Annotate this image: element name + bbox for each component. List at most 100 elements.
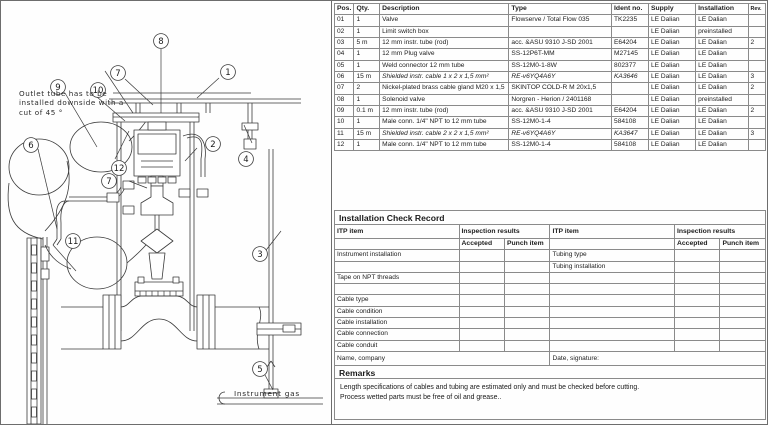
ident-no-cell: TK2235 xyxy=(611,14,649,27)
type-cell: SS-12M0-1-4 xyxy=(508,139,613,152)
rev-cell xyxy=(747,25,766,39)
ident-no-cell: E64204 xyxy=(611,37,649,50)
accepted-left-checkbox-cell[interactable] xyxy=(458,260,505,273)
punch-right-checkbox-cell[interactable] xyxy=(719,294,766,307)
accepted-left-checkbox-cell[interactable] xyxy=(458,294,505,307)
accepted-left-checkbox-cell[interactable] xyxy=(458,328,505,341)
punch-left-checkbox-cell[interactable] xyxy=(503,260,551,273)
supply-cell: LE Dalian xyxy=(647,116,697,129)
pos-cell: 12 xyxy=(333,139,355,152)
accepted-left-checkbox-cell[interactable] xyxy=(458,283,505,296)
description-cell: Nickel-plated brass cable gland M20 x 1,… xyxy=(379,82,510,95)
punch-right-checkbox-cell[interactable] xyxy=(719,249,766,262)
isometric-drawing-pane: 1 8 7 10 9 2 4 12 7 3 6 11 5 Outlet tube… xyxy=(1,1,332,424)
accepted-right-checkbox-cell[interactable] xyxy=(673,305,721,319)
punch-left-checkbox-cell[interactable] xyxy=(503,317,551,330)
installation-cell: LE Dalian xyxy=(695,14,749,27)
accepted-left-checkbox-cell[interactable] xyxy=(458,305,505,319)
accepted-right-checkbox-cell[interactable] xyxy=(673,249,721,262)
svg-text:8: 8 xyxy=(158,37,163,47)
accepted-left-checkbox-cell[interactable] xyxy=(458,317,505,330)
punch-right-checkbox-cell[interactable] xyxy=(719,339,766,352)
installation-drawing: 1 8 7 10 9 2 4 12 7 3 6 11 5 xyxy=(7,33,323,424)
table-row: Cable conduit xyxy=(334,339,766,352)
supply-cell: LE Dalian xyxy=(647,25,697,39)
punch-right-checkbox-cell[interactable] xyxy=(719,328,766,341)
punch-left-checkbox-cell[interactable] xyxy=(503,305,551,319)
description-cell: Limit switch box xyxy=(379,25,510,39)
installation-check-record: Installation Check Record ITP item Inspe… xyxy=(333,210,767,366)
table-row: Cable connection xyxy=(334,328,766,341)
qty-cell: 1 xyxy=(353,116,381,129)
accepted-right-checkbox-cell[interactable] xyxy=(673,271,721,285)
svg-text:10: 10 xyxy=(93,86,104,96)
type-cell: acc. &ASU 9310 J-SD 2001 xyxy=(508,105,613,118)
supply-cell: LE Dalian xyxy=(647,105,697,118)
punch-right-checkbox-cell[interactable] xyxy=(719,271,766,285)
col-punch-left: Punch item xyxy=(503,237,551,251)
supply-cell: LE Dalian xyxy=(647,139,697,152)
outlet-tube-note: Outlet tube has to be installed downside… xyxy=(19,89,124,117)
svg-text:11: 11 xyxy=(68,237,79,247)
balloon-10: 10 xyxy=(90,82,106,98)
rev-cell xyxy=(747,93,766,107)
supply-cell: LE Dalian xyxy=(647,48,697,61)
svg-text:5: 5 xyxy=(257,365,262,375)
balloon-8: 8 xyxy=(153,33,169,49)
punch-left-checkbox-cell[interactable] xyxy=(503,339,551,352)
punch-left-checkbox-cell[interactable] xyxy=(503,294,551,307)
qty-cell: 2 xyxy=(353,82,381,95)
table-row: Tape on NPT threads xyxy=(334,271,766,285)
instrument-gas-label: Instrument gas xyxy=(234,389,300,398)
accepted-right-checkbox-cell[interactable] xyxy=(673,339,721,352)
supply-cell: LE Dalian xyxy=(647,127,697,141)
punch-left-checkbox-cell[interactable] xyxy=(503,271,551,285)
col-qty: Qty. xyxy=(353,2,381,16)
accepted-right-checkbox-cell[interactable] xyxy=(673,328,721,341)
type-cell: Flowserve / Total Flow 035 xyxy=(508,14,613,27)
installation-cell: LE Dalian xyxy=(695,37,749,50)
check-record-header-row: ITP item Inspection results ITP item Ins… xyxy=(334,224,767,239)
type-cell: SS-12M0-1-8W xyxy=(508,59,613,73)
description-cell: Valve xyxy=(379,14,510,27)
date-signature-cell[interactable]: Date, signature: xyxy=(549,350,766,366)
accepted-right-checkbox-cell[interactable] xyxy=(673,294,721,307)
ident-no-cell: KA3646 xyxy=(611,71,649,84)
balloon-leaders xyxy=(37,49,282,391)
accepted-left-checkbox-cell[interactable] xyxy=(458,271,505,285)
itp-item-right xyxy=(549,283,675,296)
itp-item-right xyxy=(549,305,675,319)
check-record-footer-row: Name, company Date, signature: xyxy=(333,350,766,366)
name-company-cell[interactable]: Name, company xyxy=(333,350,551,366)
type-cell: Norgren - Herion / 2401168 xyxy=(508,93,613,107)
accepted-right-checkbox-cell[interactable] xyxy=(673,283,721,296)
rev-cell: 3 xyxy=(747,127,766,141)
accepted-left-checkbox-cell[interactable] xyxy=(458,339,505,352)
punch-right-checkbox-cell[interactable] xyxy=(719,283,766,296)
punch-right-checkbox-cell[interactable] xyxy=(719,317,766,330)
punch-right-checkbox-cell[interactable] xyxy=(719,260,766,273)
qty-cell: 1 xyxy=(353,48,381,61)
installation-cell: LE Dalian xyxy=(695,48,749,61)
accepted-left-checkbox-cell[interactable] xyxy=(458,249,505,262)
itp-item-left: Cable connection xyxy=(334,328,460,341)
punch-left-checkbox-cell[interactable] xyxy=(503,283,551,296)
col-supply: Supply xyxy=(647,2,697,16)
description-cell: Solenoid valve xyxy=(379,93,510,107)
punch-right-checkbox-cell[interactable] xyxy=(719,305,766,319)
punch-left-checkbox-cell[interactable] xyxy=(503,328,551,341)
rev-cell xyxy=(747,59,766,73)
accepted-right-checkbox-cell[interactable] xyxy=(673,317,721,330)
pos-cell: 10 xyxy=(333,116,355,129)
description-cell: Shielded instr. cable 2 x 2 x 1,5 mm² xyxy=(379,127,510,141)
itp-item-right: Tubing type xyxy=(549,249,675,262)
accepted-right-checkbox-cell[interactable] xyxy=(673,260,721,273)
punch-left-checkbox-cell[interactable] xyxy=(503,249,551,262)
description-cell: 12 mm instr. tube (rod) xyxy=(379,105,510,118)
